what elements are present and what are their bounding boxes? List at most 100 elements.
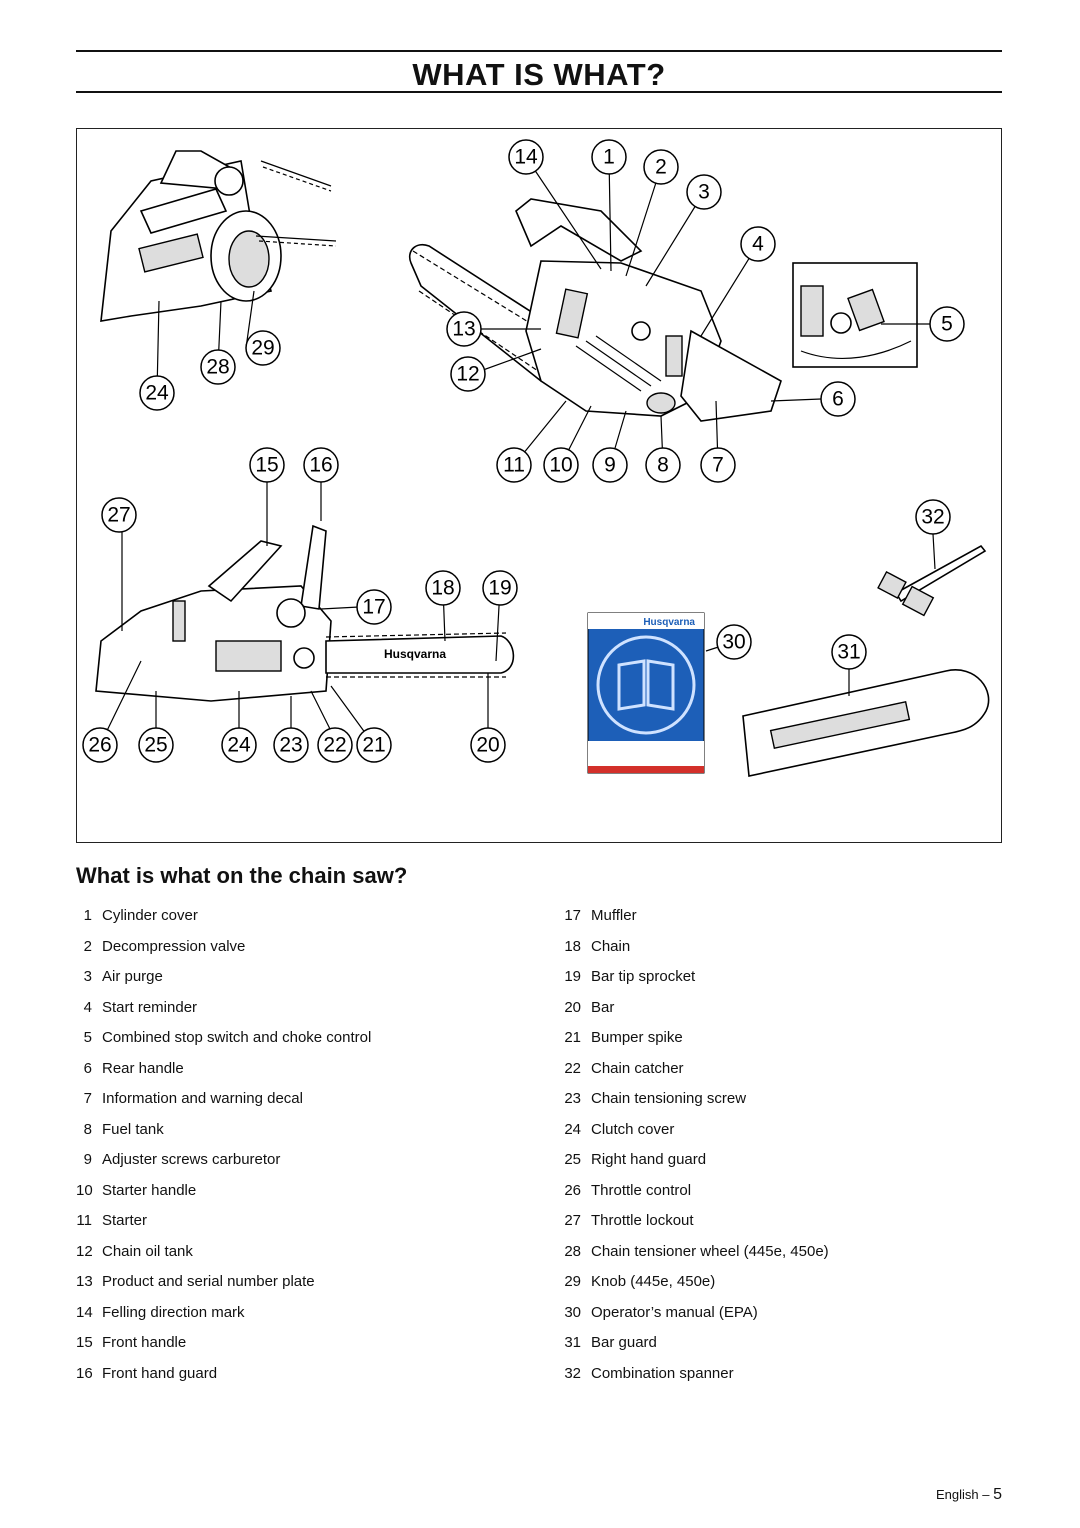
item-label: Muffler bbox=[591, 907, 637, 924]
svg-text:3: 3 bbox=[698, 181, 710, 204]
callout-9: 9 bbox=[592, 447, 628, 483]
item-label: Air purge bbox=[102, 968, 163, 985]
svg-text:15: 15 bbox=[255, 454, 278, 477]
list-item: 16 Front hand guard bbox=[76, 1361, 371, 1392]
item-number: 10 bbox=[76, 1181, 93, 1199]
item-label: Chain tensioner wheel (445e, 450e) bbox=[591, 1242, 829, 1260]
item-label: Right hand guard bbox=[591, 1151, 707, 1168]
callout-13: 13 bbox=[446, 311, 482, 347]
svg-text:7: 7 bbox=[712, 454, 724, 477]
item-label: Bar bbox=[591, 998, 615, 1016]
list-item: 10 Starter handle bbox=[76, 1178, 371, 1209]
svg-text:8: 8 bbox=[657, 454, 669, 477]
list-item: 29 Knob (445e, 450e) bbox=[564, 1269, 829, 1300]
item-number: 11 bbox=[76, 1212, 92, 1229]
item-label: Knob (445e, 450e) bbox=[591, 1273, 716, 1290]
page-footer: English – 5 bbox=[936, 1486, 1002, 1504]
clutch-cover-detail bbox=[100, 150, 337, 322]
item-label: Product and serial number plate bbox=[102, 1273, 315, 1290]
manual-brand: Husqvarna bbox=[643, 617, 695, 628]
callout-8: 8 bbox=[645, 447, 681, 483]
item-label: Bar tip sprocket bbox=[591, 968, 696, 985]
item-label: Fuel tank bbox=[102, 1120, 164, 1138]
item-number: 25 bbox=[564, 1151, 581, 1168]
item-label: Operator’s manual (EPA) bbox=[591, 1303, 758, 1321]
item-label: Starter handle bbox=[102, 1181, 197, 1199]
footer-separator: – bbox=[982, 1487, 994, 1502]
callout-25: 25 bbox=[138, 727, 174, 763]
callout-22: 22 bbox=[317, 727, 353, 763]
list-item: 8 Fuel tank bbox=[76, 1117, 371, 1148]
callout-32: 32 bbox=[915, 499, 951, 535]
section-title: What is what on the chain saw? bbox=[76, 863, 408, 888]
page-title: WHAT IS WHAT? bbox=[412, 57, 666, 92]
callout-2: 2 bbox=[643, 149, 679, 185]
svg-text:16: 16 bbox=[309, 454, 332, 477]
callout-7: 7 bbox=[700, 447, 736, 483]
footer-language: English bbox=[935, 1487, 979, 1502]
svg-text:19: 19 bbox=[488, 577, 511, 600]
item-number: 16 bbox=[76, 1364, 93, 1382]
svg-text:24: 24 bbox=[145, 382, 169, 405]
item-number: 31 bbox=[564, 1334, 581, 1351]
callout-5: 5 bbox=[929, 306, 965, 342]
callout-3: 3 bbox=[686, 174, 722, 210]
item-number: 7 bbox=[83, 1090, 92, 1107]
svg-text:26: 26 bbox=[88, 734, 111, 757]
svg-text:24: 24 bbox=[227, 734, 251, 757]
svg-text:32: 32 bbox=[921, 506, 944, 529]
item-label: Front hand guard bbox=[102, 1364, 218, 1382]
item-number: 5 bbox=[83, 1029, 92, 1046]
callout-11: 11 bbox=[496, 447, 532, 483]
svg-text:4: 4 bbox=[752, 233, 764, 256]
item-number: 1 bbox=[83, 907, 92, 924]
callout-23: 23 bbox=[273, 727, 309, 763]
svg-text:12: 12 bbox=[456, 363, 479, 386]
item-number: 3 bbox=[83, 968, 92, 985]
item-label: Adjuster screws carburetor bbox=[102, 1151, 281, 1168]
svg-text:13: 13 bbox=[452, 318, 475, 341]
item-number: 4 bbox=[83, 998, 92, 1016]
item-number: 9 bbox=[83, 1151, 92, 1168]
item-label: Chain bbox=[591, 937, 631, 955]
callout-16: 16 bbox=[303, 447, 339, 483]
item-number: 8 bbox=[83, 1120, 92, 1138]
svg-text:17: 17 bbox=[362, 596, 385, 619]
svg-text:6: 6 bbox=[832, 388, 844, 411]
svg-text:30: 30 bbox=[722, 631, 745, 654]
svg-text:25: 25 bbox=[144, 734, 167, 757]
list-item: 30 Operator’s manual (EPA) bbox=[564, 1300, 829, 1331]
svg-text:1: 1 bbox=[603, 146, 615, 169]
svg-text:9: 9 bbox=[604, 454, 616, 477]
item-number: 30 bbox=[564, 1303, 581, 1321]
list-item: 18 Chain bbox=[564, 934, 829, 965]
item-number: 12 bbox=[76, 1242, 93, 1260]
item-label: Information and warning decal bbox=[102, 1090, 303, 1107]
item-number: 29 bbox=[564, 1273, 581, 1290]
item-number: 28 bbox=[564, 1242, 581, 1260]
bar-brand: Husqvarna bbox=[384, 647, 446, 661]
item-label: Combination spanner bbox=[591, 1364, 734, 1382]
callout-26: 26 bbox=[82, 727, 118, 763]
item-label: Chain catcher bbox=[591, 1059, 684, 1077]
title-underline bbox=[76, 91, 1002, 93]
item-number: 18 bbox=[564, 937, 581, 955]
callout-15: 15 bbox=[249, 447, 285, 483]
operators-manual: Husqvarna bbox=[587, 612, 705, 774]
